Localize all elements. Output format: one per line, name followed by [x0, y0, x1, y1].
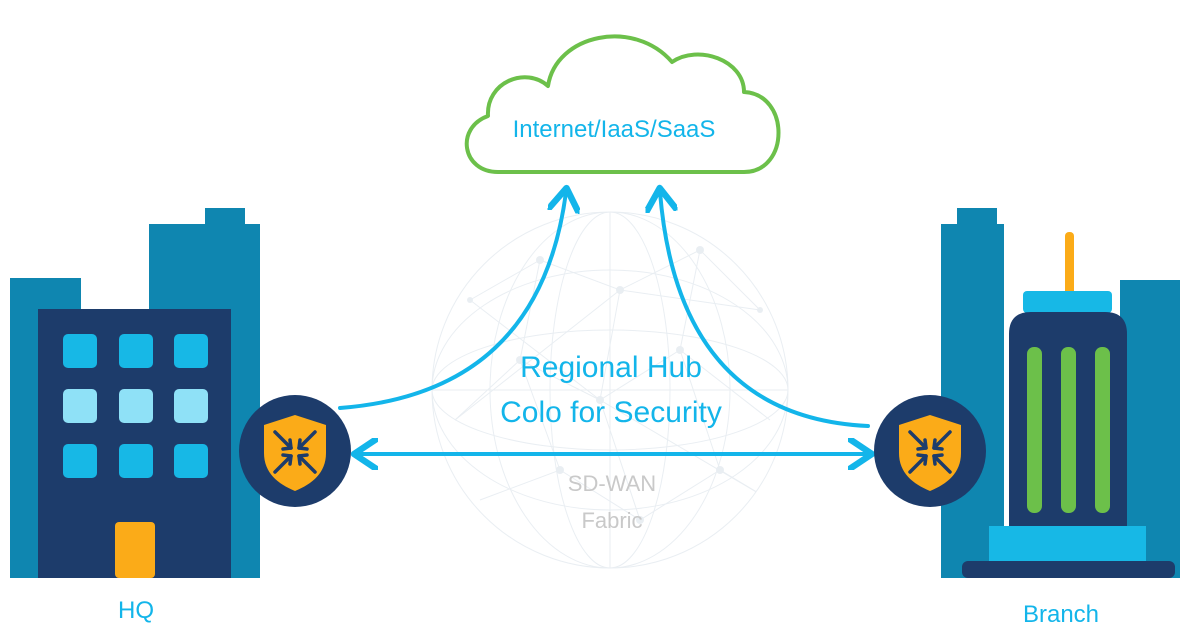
branch-label: Branch	[1023, 601, 1099, 628]
fabric-label-line1: SD-WAN	[568, 471, 656, 496]
hq-to-cloud-arrow	[338, 192, 566, 410]
hub-label-line2: Colo for Security	[500, 396, 722, 429]
cloud-icon	[464, 34, 781, 174]
hq-building-icon	[10, 208, 260, 578]
security-shield-icon	[874, 395, 986, 507]
security-shield-icon	[239, 395, 351, 507]
cloud-label: Internet/IaaS/SaaS	[513, 116, 716, 143]
branch-tower-icon	[941, 208, 1180, 578]
branch-to-cloud-arrow	[660, 192, 870, 428]
hub-label-line1: Regional Hub	[520, 351, 702, 384]
hq-label: HQ	[118, 597, 154, 624]
fabric-label-line2: Fabric	[581, 508, 642, 533]
